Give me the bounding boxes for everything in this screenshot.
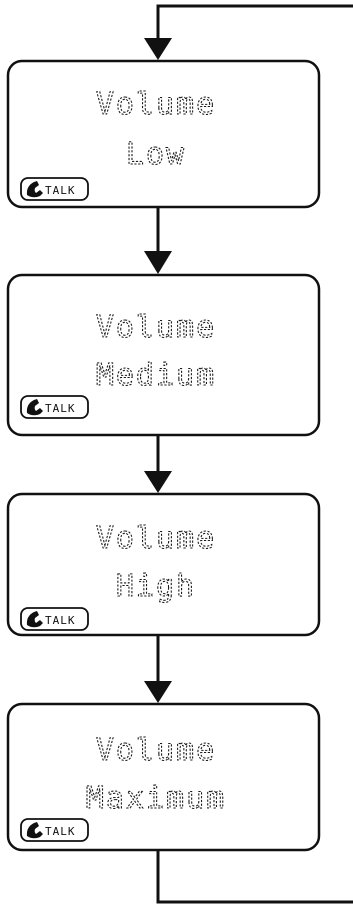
phone-handset-icon bbox=[26, 822, 43, 839]
screen-line-2: Medium bbox=[96, 358, 216, 393]
talk-button[interactable]: TALK bbox=[20, 607, 89, 631]
talk-label: TALK bbox=[45, 184, 76, 197]
phone-handset-icon bbox=[26, 181, 43, 198]
connector-arrow bbox=[144, 207, 172, 274]
talk-label: TALK bbox=[45, 614, 76, 627]
lcd-screen-volume-maximum: Volume Maximum TALK bbox=[6, 702, 321, 852]
talk-label: TALK bbox=[45, 402, 76, 415]
screen-line-1: Volume bbox=[96, 87, 216, 122]
screen-line-1: Volume bbox=[96, 310, 216, 345]
arrow-down-icon bbox=[144, 251, 172, 274]
talk-button[interactable]: TALK bbox=[20, 818, 89, 842]
arrow-down-icon bbox=[144, 471, 172, 493]
connector-arrow bbox=[144, 435, 172, 493]
phone-handset-icon bbox=[26, 611, 43, 628]
screen-line-2: Maximum bbox=[86, 781, 226, 816]
screen-line-1: Volume bbox=[96, 733, 216, 768]
arrow-down-icon bbox=[144, 681, 172, 703]
lcd-screen-volume-high: Volume High TALK bbox=[6, 492, 321, 637]
arrow-down-icon bbox=[144, 38, 172, 60]
screen-line-2: High bbox=[116, 569, 196, 604]
lcd-screen-volume-low: Volume Low TALK bbox=[6, 59, 321, 209]
connector-arrow bbox=[144, 635, 172, 703]
talk-label: TALK bbox=[45, 825, 76, 838]
loop-connector-bottom bbox=[156, 850, 353, 904]
screen-line-2: Low bbox=[126, 137, 186, 172]
talk-button[interactable]: TALK bbox=[20, 395, 89, 419]
loop-connector-top bbox=[144, 4, 353, 60]
screen-line-1: Volume bbox=[96, 521, 216, 556]
phone-handset-icon bbox=[26, 399, 43, 416]
lcd-screen-volume-medium: Volume Medium TALK bbox=[6, 273, 321, 437]
talk-button[interactable]: TALK bbox=[20, 177, 89, 201]
